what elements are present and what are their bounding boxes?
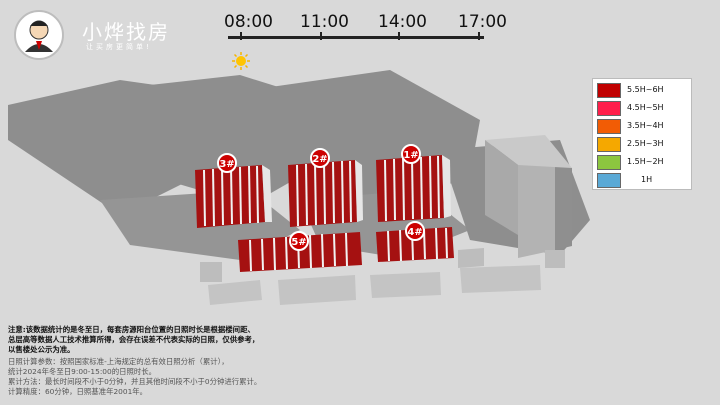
legend-swatch	[597, 83, 621, 98]
timeline-track[interactable]	[228, 36, 484, 39]
legend-swatch	[597, 119, 621, 134]
params-line: 累计方法：最长时间段不小于0分钟，并且其他时间段不小于0分钟进行累计。	[8, 377, 262, 386]
params-line: 计算精度：60分钟，日照基准年2001年。	[8, 387, 148, 396]
legend-item: 4.5H~5H	[597, 101, 687, 116]
building-1	[376, 155, 451, 222]
avatar-icon	[25, 20, 53, 52]
legend-label: 5.5H~6H	[627, 85, 664, 94]
building-2	[288, 160, 363, 227]
legend-item: 5.5H~6H	[597, 83, 687, 98]
legend-label: 3.5H~4H	[627, 121, 664, 130]
brand-slogan: 让买房更简单!	[86, 43, 152, 51]
sunlight-legend: 5.5H~6H 4.5H~5H 3.5H~4H 2.5H~3H 1.5H~2H …	[592, 78, 692, 190]
building-badge-5[interactable]: 5#	[289, 231, 309, 251]
building-3	[195, 165, 272, 228]
building-badge-3[interactable]: 3#	[217, 153, 237, 173]
tower-block-side	[555, 160, 572, 250]
building-badge-1[interactable]: 1#	[401, 144, 421, 164]
legend-label: 1.5H~2H	[627, 157, 664, 166]
legend-item: 3.5H~4H	[597, 119, 687, 134]
podium-blocks	[200, 248, 565, 305]
building-badge-2[interactable]: 2#	[310, 148, 330, 168]
disclaimer-line: 以售楼处公示为准。	[8, 345, 75, 354]
tower-block-front	[518, 160, 555, 258]
legend-label: 4.5H~5H	[627, 103, 664, 112]
legend-label: 1H	[641, 175, 653, 184]
brand-logo	[14, 10, 64, 60]
time-label: 17:00	[458, 12, 507, 32]
legend-item: 1H	[597, 173, 687, 188]
time-label: 11:00	[300, 12, 349, 32]
legend-item: 2.5H~3H	[597, 137, 687, 152]
legend-swatch	[597, 137, 621, 152]
params-line: 日照计算参数：按照国家标准-上海规定的总有效日照分析（累计），	[8, 357, 229, 366]
timeline-tick	[478, 32, 480, 40]
legend-swatch	[597, 173, 621, 188]
sun-icon[interactable]	[232, 52, 250, 70]
legend-swatch	[597, 155, 621, 170]
tower-block-front2	[485, 140, 518, 235]
disclaimer-line: 注意:该数据统计的是冬至日，每套房源阳台位置的日照时长是根据楼间距、	[8, 325, 255, 334]
brand-name: 小烨找房	[82, 20, 170, 44]
legend-item: 1.5H~2H	[597, 155, 687, 170]
timeline-tick	[320, 32, 322, 40]
building-4	[376, 227, 454, 262]
time-label: 08:00	[224, 12, 273, 32]
disclaimer-line: 总层高等数据人工技术推算所得，会存在误差不代表实际的日照，仅供参考，	[8, 335, 260, 344]
legend-swatch	[597, 101, 621, 116]
tower-block-top	[485, 135, 572, 168]
timeline-tick	[240, 32, 242, 40]
building-badge-4[interactable]: 4#	[405, 221, 425, 241]
time-label: 14:00	[378, 12, 427, 32]
legend-label: 2.5H~3H	[627, 139, 664, 148]
timeline-tick	[398, 32, 400, 40]
params-line: 统计2024年冬至日9:00-15:00的日照时长。	[8, 367, 157, 376]
